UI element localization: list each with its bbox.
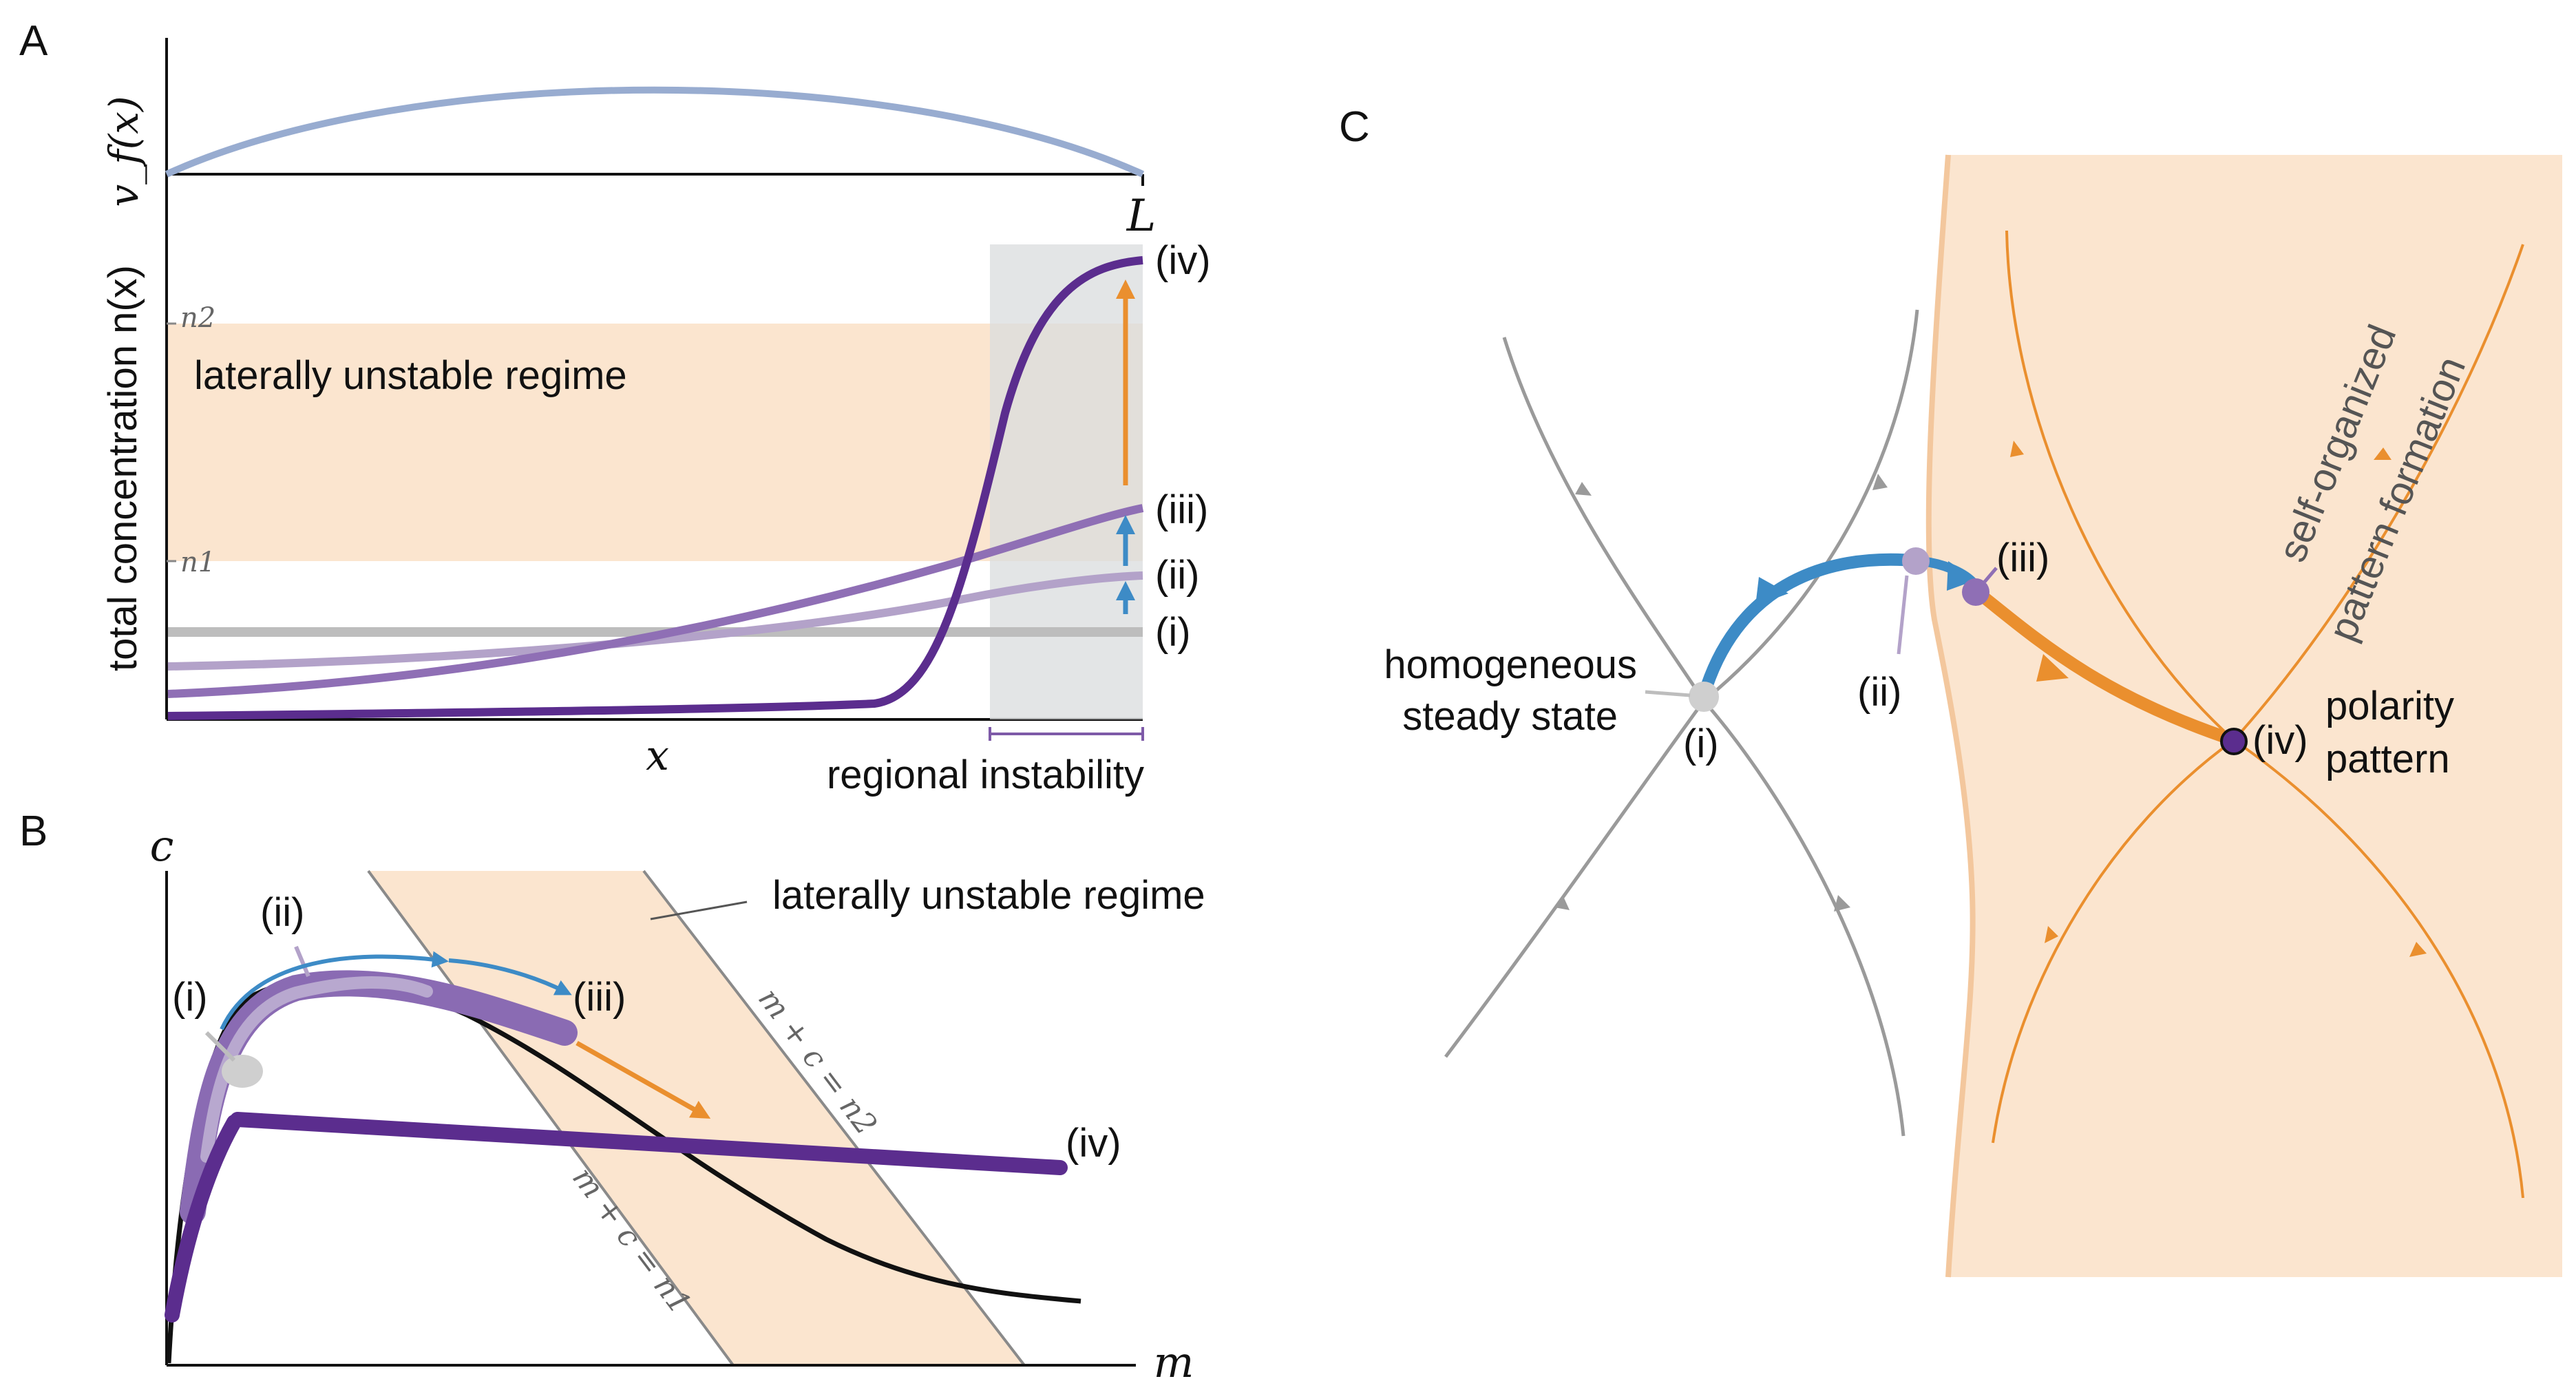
panel-c-state-i-dot <box>1689 682 1719 712</box>
panel-b-label-iv: (iv) <box>1066 1121 1121 1166</box>
panel-b-label-iii: (iii) <box>573 975 626 1020</box>
polarity-label-line1: polarity <box>2325 684 2454 728</box>
panel-a-label-iii: (iii) <box>1155 487 1208 532</box>
orange-flow-top-right <box>2232 244 2524 741</box>
panel-c-label-iv: (iv) <box>2252 718 2308 763</box>
panel-a-letter: A <box>19 17 48 65</box>
panel-b-blue-arrow-1 <box>220 951 449 1031</box>
grey-flow-bottom-right <box>1702 699 1905 1137</box>
panel-a-label-ii: (ii) <box>1155 553 1199 598</box>
panel-c-orange-trajectory <box>1970 585 2240 746</box>
panel-c-label-i: (i) <box>1683 722 1719 766</box>
panel-b-label-ii: (ii) <box>260 890 304 935</box>
panel-b: B c m (i) (ii) (iii) (iv) laterall <box>19 808 1205 1387</box>
orange-flow-bottom-left <box>1992 739 2235 1144</box>
trajectory-ii <box>200 976 433 1163</box>
n1-label: n1 <box>180 547 215 578</box>
orange-flow-bottom-right <box>2232 739 2524 1199</box>
panel-b-band-label: laterally unstable regime <box>772 873 1205 918</box>
grey-flow-top-left <box>1502 337 1706 702</box>
line-n2 <box>642 870 1026 1367</box>
hss-label-line1: homogeneous <box>1384 642 1637 687</box>
panel-b-unstable-band <box>368 871 1024 1365</box>
hss-label-line2: steady state <box>1402 694 1618 739</box>
panel-b-state-i-dot <box>222 1055 263 1088</box>
c-axis-label: c <box>150 821 174 871</box>
panel-c-label-ii: (ii) <box>1857 670 1901 715</box>
trajectory-iv-rise <box>165 1115 242 1323</box>
panel-c-label-iii: (iii) <box>1996 536 2049 580</box>
vf-curve <box>165 86 1145 178</box>
m-axis-label: m <box>1154 1337 1194 1387</box>
panel-b-orange-arrow <box>576 1040 711 1119</box>
pattern-region <box>1928 155 2562 1277</box>
pattern-region-border <box>1925 154 1976 1278</box>
orange-flow-top-left <box>2005 230 2235 741</box>
L-label: L <box>1126 191 1157 242</box>
n2-label: n2 <box>180 302 215 334</box>
panel-c: C <box>1339 103 2562 1278</box>
panel-c-state-ii-dot <box>1902 547 1930 575</box>
panel-c-state-iii-dot <box>1962 578 1989 606</box>
profile-iii <box>167 504 1144 698</box>
x-axis-label: x <box>646 732 669 780</box>
polarity-label-line2: pattern <box>2325 737 2450 781</box>
regional-instability-label: regional instability <box>827 752 1144 797</box>
panel-a-label-iv: (iv) <box>1155 238 1211 283</box>
regional-instability-box <box>990 244 1143 719</box>
grey-flow-bottom-left <box>1444 699 1706 1058</box>
n-axis-label: total concentration n(x) <box>101 265 145 671</box>
trajectory-iv-plateau <box>230 1112 1068 1175</box>
panel-b-label-i: (i) <box>172 975 208 1020</box>
grey-flow-top-right <box>1702 309 1919 702</box>
line-n1 <box>367 870 735 1367</box>
panel-c-blue-trajectory <box>1698 553 1927 702</box>
profile-ii <box>167 571 1143 671</box>
panel-b-letter: B <box>19 808 47 855</box>
panel-c-state-iv-dot <box>2220 728 2248 755</box>
panel-a-band-label: laterally unstable regime <box>194 353 627 398</box>
panel-c-letter: C <box>1339 103 1370 151</box>
vf-axis-label: v_f(x) <box>101 96 147 207</box>
profile-iv <box>167 256 1143 720</box>
panel-a: A v_f(x) L laterally unstable regime tot… <box>19 17 1211 797</box>
panel-b-blue-arrow-2 <box>448 958 572 996</box>
panel-a-label-i: (i) <box>1155 610 1191 655</box>
